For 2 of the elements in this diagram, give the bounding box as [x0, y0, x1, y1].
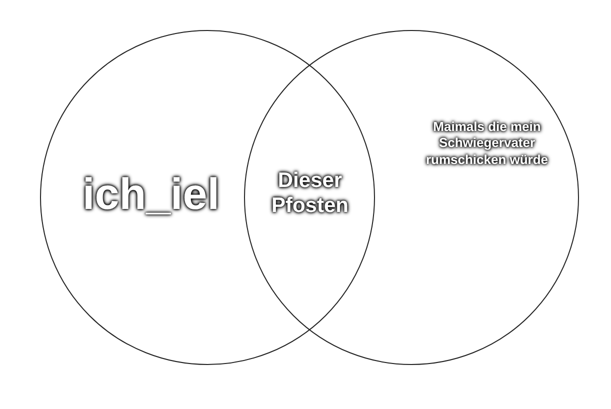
circle-label: ich_iel	[82, 171, 220, 220]
overlap-label: Dieser Pfosten	[270, 168, 351, 218]
